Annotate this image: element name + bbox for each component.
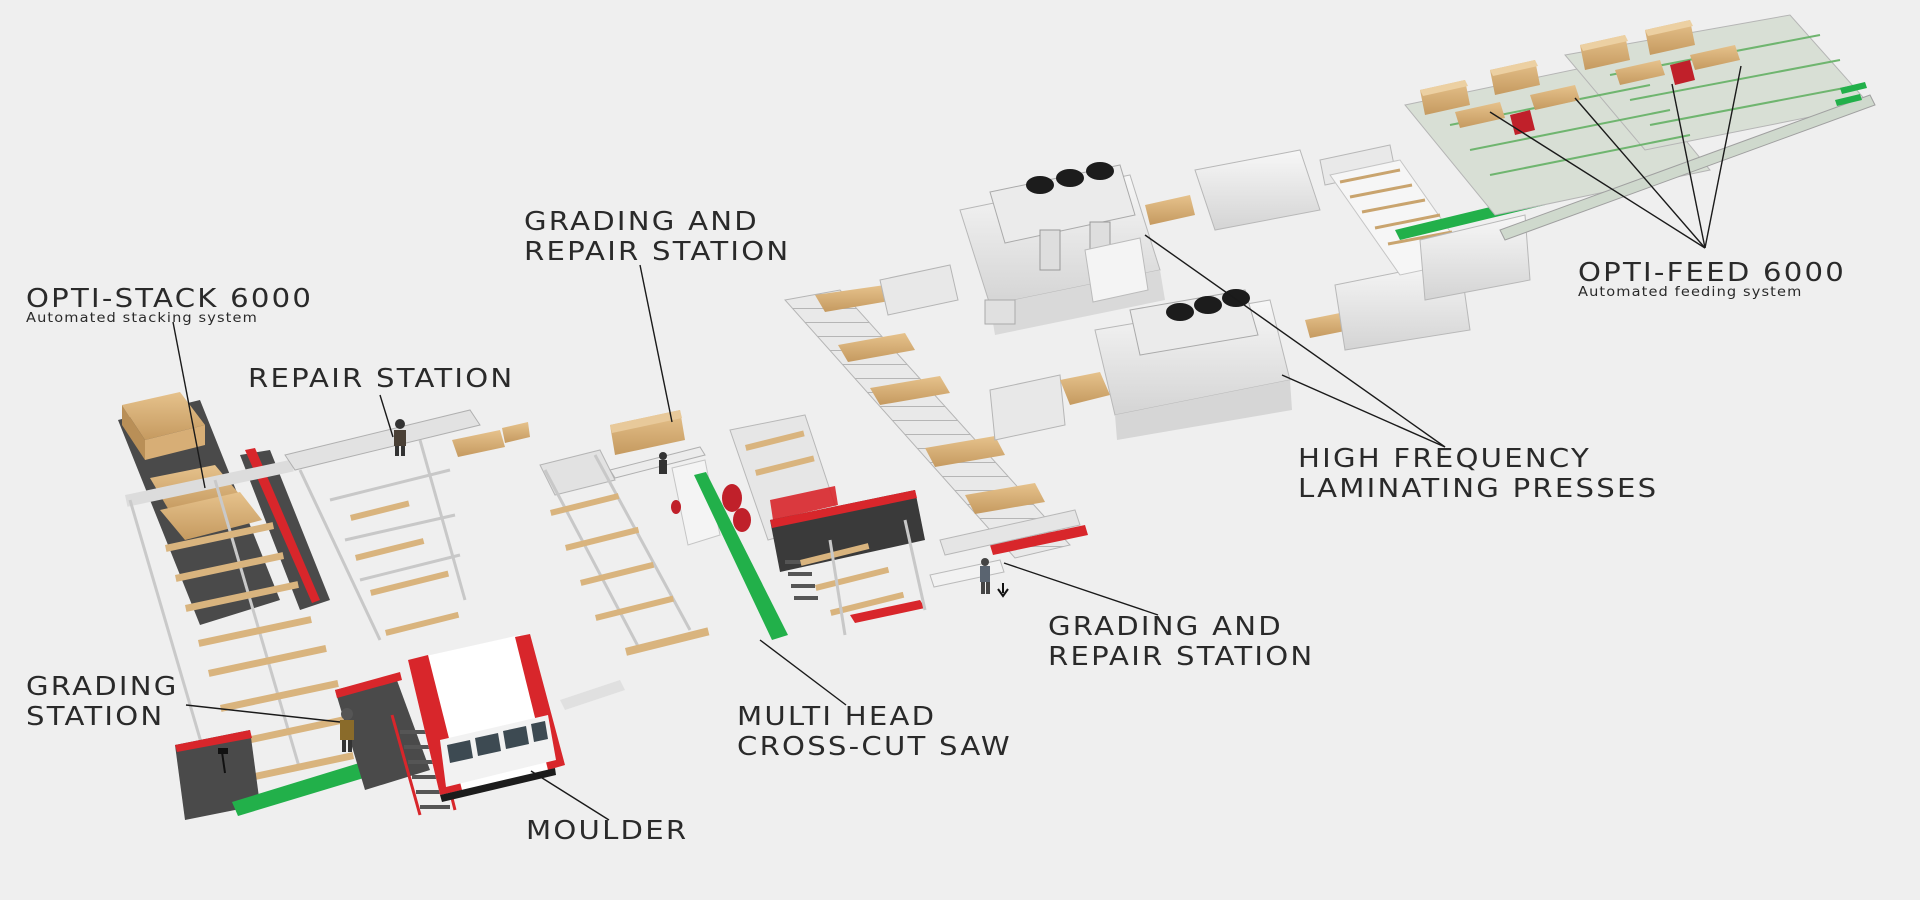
leader-lines [172, 65, 1742, 821]
label-grading-station: GRADING STATION [26, 672, 179, 732]
label-hf-presses: HIGH FREQUENCY LAMINATING PRESSES [1298, 444, 1658, 504]
label-moulder: MOULDER [526, 816, 688, 846]
grading-repair-bottom-area [939, 509, 1081, 556]
grading-repair-top-area [729, 414, 927, 636]
label-line-1: HIGH FREQUENCY [1298, 444, 1591, 474]
label-line-1: GRADING AND [524, 207, 759, 237]
label-title: REPAIR STATION [248, 364, 515, 394]
label-line-2: STATION [26, 702, 165, 732]
label-repair-station: REPAIR STATION [248, 364, 514, 394]
label-line-2: CROSS-CUT SAW [737, 732, 1012, 762]
opti-feed-machine [1404, 14, 1876, 241]
press-outfeed [1194, 144, 1545, 301]
label-subtitle: Automated stacking system [26, 311, 258, 326]
label-multi-head-saw: MULTI HEAD CROSS-CUT SAW [737, 702, 1012, 762]
label-line-1: MULTI HEAD [737, 702, 937, 732]
moulder-machine [408, 634, 625, 802]
label-line-2: LAMINATING PRESSES [1298, 474, 1659, 504]
grading-station-area [175, 672, 457, 820]
label-grading-repair-top: GRADING AND REPAIR STATION [524, 207, 790, 267]
transfer-conveyor [784, 285, 1088, 598]
label-line-1: GRADING AND [1048, 612, 1283, 642]
label-opti-stack: OPTI-STACK 6000 Automated stacking syste… [26, 284, 313, 326]
label-title: OPTI-FEED 6000 [1578, 258, 1847, 288]
label-line-2: REPAIR STATION [524, 237, 791, 267]
label-grading-repair-bottom: GRADING AND REPAIR STATION [1048, 612, 1314, 672]
label-title: OPTI-STACK 6000 [26, 284, 314, 314]
label-opti-feed: OPTI-FEED 6000 Automated feeding system [1578, 258, 1846, 300]
label-subtitle: Automated feeding system [1578, 285, 1803, 300]
label-line-1: GRADING [26, 672, 179, 702]
repair-station-area [284, 409, 530, 641]
label-title: MOULDER [526, 816, 689, 846]
label-line-2: REPAIR STATION [1048, 642, 1315, 672]
hf-press-lower [989, 259, 1471, 441]
cross-cut-saw [539, 410, 788, 656]
hf-press-upper [879, 162, 1195, 335]
